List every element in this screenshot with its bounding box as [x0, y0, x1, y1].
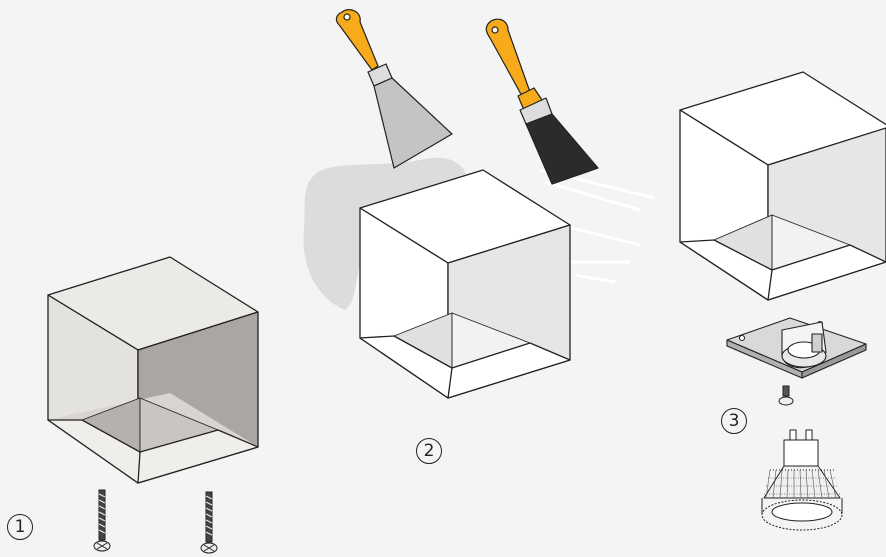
step-number-3: 3 [721, 408, 747, 434]
painted-box-icon [359, 169, 571, 399]
painted-box-icon [679, 71, 886, 301]
screw-icon [93, 489, 111, 552]
mounting-bracket-icon [726, 317, 867, 379]
scraper-icon [335, 9, 453, 169]
step-number-1: 1 [7, 514, 33, 540]
paint-brush-icon [485, 18, 599, 185]
gu10-bulb-icon [761, 429, 843, 531]
screw-icon [778, 385, 794, 406]
screw-icon [200, 491, 218, 554]
step-number-2: 2 [416, 438, 442, 464]
plaster-box-icon [47, 256, 259, 484]
